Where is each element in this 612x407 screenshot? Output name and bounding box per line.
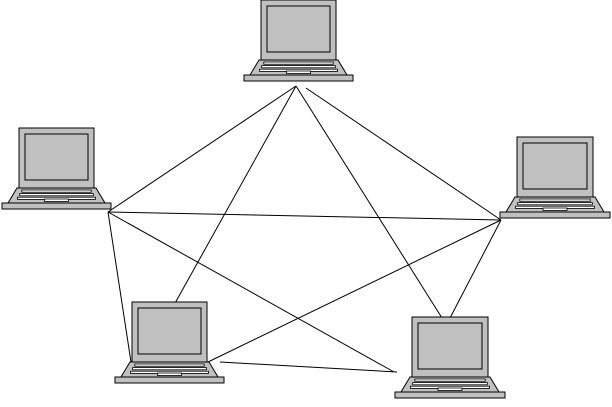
laptop-screen — [522, 142, 588, 190]
laptop-base — [394, 391, 506, 399]
laptop-base — [1, 202, 112, 210]
link-left-right — [107, 211, 502, 221]
laptop-base — [499, 211, 611, 219]
link-bottom-left-bottom-right — [219, 361, 398, 373]
laptop-key-row — [19, 193, 94, 197]
laptop-trackpad — [44, 198, 69, 202]
network-links — [107, 85, 502, 373]
laptop-screen — [266, 5, 331, 53]
laptop-key-row — [519, 198, 591, 202]
laptop-key-row — [414, 378, 486, 382]
laptop-left-laptop-icon — [1, 127, 112, 210]
laptop-key-row — [261, 65, 336, 69]
laptop-base — [114, 376, 225, 384]
link-top-bottom-left — [173, 85, 297, 306]
laptop-key-row — [132, 367, 207, 371]
laptop-screen — [417, 322, 483, 370]
laptop-key-row — [263, 61, 334, 65]
laptop-key-row — [134, 363, 205, 367]
laptop-key-row — [412, 382, 488, 386]
link-right-bottom-left — [207, 219, 502, 363]
link-top-left — [107, 85, 297, 213]
link-left-bottom-left — [107, 211, 132, 363]
laptop-key-row — [21, 189, 92, 193]
laptop-trackpad — [157, 372, 182, 376]
laptop-trackpad — [286, 70, 311, 74]
laptop-base — [243, 74, 354, 82]
laptop-bottom-right-laptop-icon — [394, 316, 506, 399]
link-top-bottom-right — [295, 85, 443, 319]
laptop-screen — [137, 307, 202, 355]
laptop-bottom-left-laptop-icon — [114, 301, 225, 384]
link-left-bottom-right — [107, 211, 395, 373]
laptop-key-row — [517, 202, 593, 206]
link-right-bottom-right — [449, 219, 502, 319]
link-top-right — [305, 87, 502, 221]
laptop-top-laptop-icon — [243, 0, 354, 82]
network-nodes — [1, 0, 611, 399]
laptop-trackpad — [437, 387, 463, 391]
laptop-screen — [24, 133, 89, 181]
laptop-trackpad — [542, 207, 568, 211]
laptop-right-laptop-icon — [499, 136, 611, 219]
